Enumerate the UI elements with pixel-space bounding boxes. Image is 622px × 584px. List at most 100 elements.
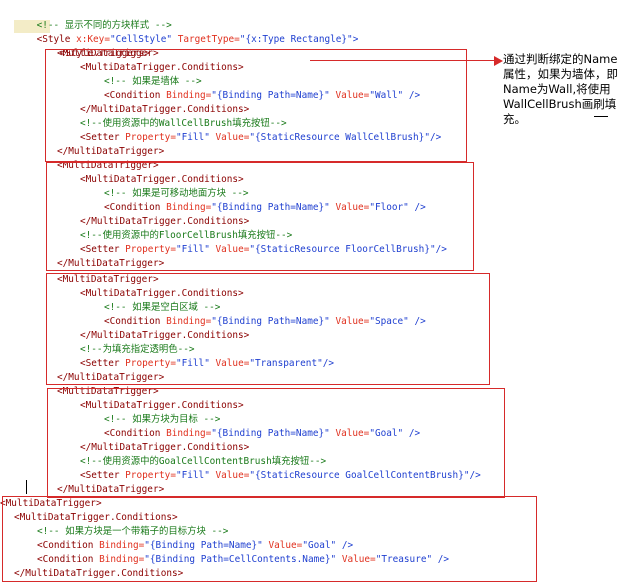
xml-value: "{x:Type Rectangle}" [239,34,353,45]
xml-attr: Value= [329,316,370,327]
code-line: <Style x:Key="CellStyle" TargetType="{x:… [14,19,359,45]
code-line: <MultiDataTrigger> [57,47,159,61]
xml-tag: <MultiDataTrigger.Conditions> [80,400,244,411]
xml-value: "Fill" [175,358,210,369]
code-line: <Setter Property="Fill" Value="Transpare… [80,357,334,371]
xml-value: "Goal" [302,540,337,551]
xml-tag: </MultiDataTrigger> [57,372,165,383]
xml-tag: </MultiDataTrigger.Conditions> [80,442,250,453]
code-line: <MultiDataTrigger> [0,497,102,511]
xml-tag: <MultiDataTrigger.Conditions> [80,62,244,73]
xml-attr: Value= [209,358,250,369]
code-line: <MultiDataTrigger> [57,159,159,173]
xml-attr: Value= [262,540,303,551]
code-line: <!--使用资源中的FloorCellBrush填充按钮--> [80,229,292,243]
xml-tag: <MultiDataTrigger> [57,160,159,171]
xml-comment: <!--使用资源中的FloorCellBrush填充按钮--> [80,230,293,241]
xml-tag: <Condition [37,554,94,565]
xml-tag: <MultiDataTrigger> [57,274,159,285]
code-line: <!-- 如果是空白区域 --> [104,301,220,315]
xml-punct: /> [403,428,421,439]
highlight-box-goal [47,388,505,498]
code-line: <MultiDataTrigger> [57,273,159,287]
xml-tag: <Condition [104,90,161,101]
xml-comment: <!-- 如果方块为目标 --> [104,414,221,425]
code-line: <Condition Binding="{Binding Path=Name}"… [104,89,420,103]
code-line: <!--使用资源中的WallCellBrush填充按钮--> [80,117,287,131]
xml-value: "{StaticResource WallCellBrush}" [249,132,430,143]
code-line: <MultiDataTrigger.Conditions> [14,511,178,525]
xml-comment: <!-- 显示不同的方块样式 --> [36,20,172,31]
code-line: <!--为填充指定透明色--> [80,343,195,357]
xml-attr: TargetType= [172,34,240,45]
xml-attr: x:Key= [70,34,110,45]
xml-value: "Treasure" [375,554,433,565]
code-line: <Condition Binding="{Binding Path=Name}"… [104,427,420,441]
xml-attr: Value= [336,554,376,565]
highlight-box-wall [45,49,467,162]
xml-value: "Space" [369,316,409,327]
xml-tag: </MultiDataTrigger> [57,484,165,495]
xml-tag: </MultiDataTrigger.Conditions> [80,216,250,227]
xml-tag: </MultiDataTrigger.Conditions> [14,568,184,579]
xml-tag: <MultiDataTrigger> [57,386,159,397]
xml-tag: <MultiDataTrigger> [57,48,159,59]
xml-attr: Value= [209,470,250,481]
code-line: </MultiDataTrigger.Conditions> [14,567,183,581]
xml-comment: <!-- 如果是空白区域 --> [104,302,221,313]
xml-tag: <Setter [80,244,120,255]
arrow-head-icon [494,56,503,66]
xml-punct: /> [429,132,442,143]
xml-value: "{Binding Path=Name}" [211,428,330,439]
code-line: <Condition Binding="{Binding Path=Name}"… [104,201,426,215]
xml-attr: Binding= [160,316,212,327]
xml-punct: /> [408,202,426,213]
xml-comment: <!--使用资源中的GoalCellContentBrush填充按钮--> [80,456,327,467]
code-line: </MultiDataTrigger> [57,371,164,385]
xml-tag: <MultiDataTrigger.Conditions> [80,288,244,299]
xml-attr: Property= [119,358,176,369]
xml-value: "Fill" [175,470,210,481]
xml-punct: /> [322,358,335,369]
code-line: <MultiDataTrigger> [57,385,159,399]
xml-value: "Fill" [175,132,210,143]
selection-highlight [14,20,50,33]
xml-attr: Value= [329,428,370,439]
xml-tag: <Setter [80,470,120,481]
code-line: </MultiDataTrigger.Conditions> [80,215,249,229]
xml-attr: Binding= [93,554,145,565]
xml-value: "CellStyle" [109,34,173,45]
xml-comment: <!--为填充指定透明色--> [80,344,195,355]
xml-value: "{StaticResource GoalCellContentBrush}" [249,470,470,481]
xml-value: "{Binding Path=Name}" [211,90,330,101]
code-line: <!-- 如果是墙体 --> [104,75,202,89]
xml-punct: /> [432,554,450,565]
xml-value: "Transparent" [249,358,323,369]
xml-value: "{Binding Path=Name}" [211,202,330,213]
annotation-arrow-line [310,60,496,61]
xml-value: "Wall" [369,90,404,101]
annotation-note: 通过判断绑定的Name属性，如果为墙体，即Name为Wall,将使用 WallC… [503,52,618,126]
xml-tag: <Condition [104,202,161,213]
xml-attr: Binding= [160,202,212,213]
code-line: <Setter Property="Fill" Value="{StaticRe… [80,243,447,257]
xml-tag: <Style [36,34,71,45]
code-line: <Condition Binding="{Binding Path=Name}"… [104,315,426,329]
xml-attr: Value= [329,90,370,101]
code-line: <Setter Property="Fill" Value="{StaticRe… [80,469,481,483]
xml-punct: /> [336,540,354,551]
xml-tag: <MultiDataTrigger> [0,498,102,509]
xml-value: "{Binding Path=Name}" [211,316,330,327]
xml-tag: </MultiDataTrigger> [57,258,165,269]
code-line: </MultiDataTrigger.Conditions> [80,329,249,343]
xml-value: "{Binding Path=Name}" [144,540,263,551]
highlight-box-space [46,273,490,385]
code-line: <!--使用资源中的GoalCellContentBrush填充按钮--> [80,455,326,469]
code-line: <Style.Triggers> [37,33,150,59]
xml-tag: <Condition [104,316,161,327]
xml-value: "Fill" [175,244,210,255]
xml-comment: <!-- 如果是墙体 --> [104,76,202,87]
xml-tag: <Style.Triggers> [59,48,150,59]
code-line: <!-- 如果方块是一个带箱子的目标方块 --> [37,525,228,539]
xml-punct: /> [469,470,481,481]
